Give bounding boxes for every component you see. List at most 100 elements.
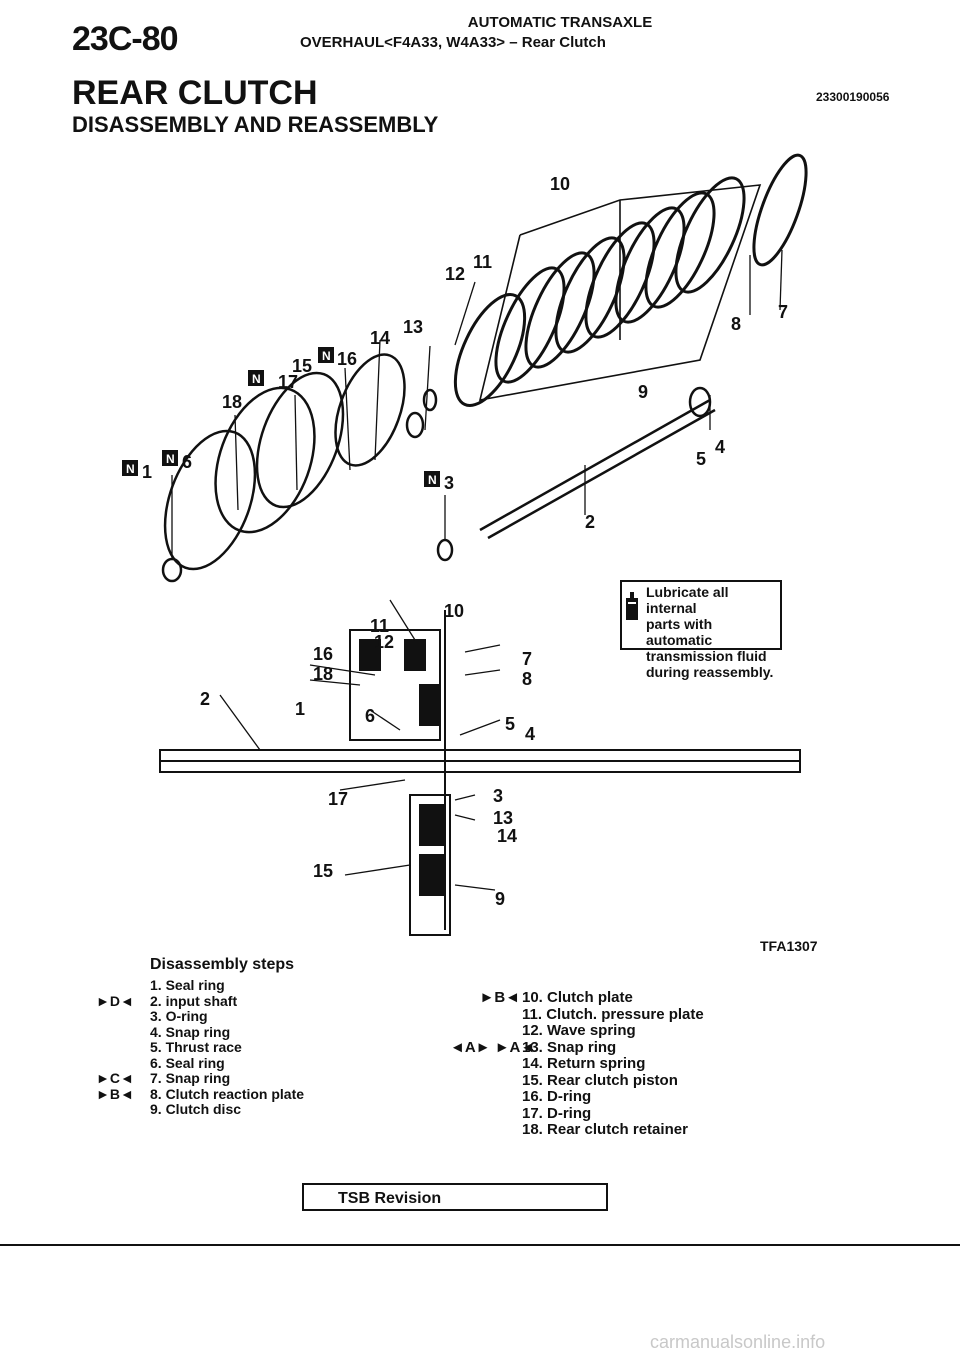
step-marker [450,1023,520,1040]
step-marker: ►B◄ [479,989,520,1006]
callout-label: 2 [585,512,595,532]
new-part-badge: N [248,370,264,386]
new-part-badge: N [122,460,138,476]
callout-label: 7 [778,302,788,322]
step-item: 4. Snap ring [150,1023,231,1040]
lubricate-note-line: during reassembly. [646,664,774,680]
oil-can-icon [626,592,638,620]
callout-label: 16 [313,644,333,664]
markers-right: ►B◄ ◄A► ►A◄ [450,989,536,1139]
step-item: 17. D-ring [522,1104,592,1122]
steps-list-left: 1. Seal ring 2. input shaft 3. O-ring 4.… [150,977,304,1118]
callout-label: 12 [374,632,394,652]
callout-label: 16 [337,349,357,369]
callout-label: 6 [182,452,192,472]
step-marker [450,1122,520,1139]
step-item: 10. Clutch plate [522,989,633,1006]
step-marker [96,1102,134,1118]
callout-label: 3 [493,786,503,806]
step-item: 7. Snap ring [150,1070,231,1086]
step-marker: ►D◄ [96,992,134,1009]
callout-label: 4 [525,724,535,744]
callout-label: 10 [550,174,570,194]
callout-label: 8 [731,314,741,334]
callout-label: 9 [495,889,505,909]
step-item: 15. Rear clutch piston [522,1071,678,1089]
exploded-view-callouts: 10 11 12 13 14 15 16 17 18 1 6 3 2 9 8 7… [142,174,788,532]
callout-label: 15 [292,356,312,376]
new-part-badges: N N N N N [122,347,440,487]
steps-list-right: 10. Clutch plate 11. Clutch. pressure pl… [522,989,704,1139]
step-marker [96,1009,134,1025]
callout-label: 18 [222,392,242,412]
section-view-callouts: 10 11 12 16 18 2 1 6 7 8 5 4 17 3 13 14 … [200,601,535,909]
step-item: 3. O-ring [150,1008,208,1024]
callout-label: 14 [497,826,517,846]
lubricate-note-line: Lubricate all internal [646,584,729,616]
svg-text:N: N [166,452,175,466]
cross-section-view [159,610,801,936]
step-item: 6. Seal ring [150,1054,225,1071]
svg-text:N: N [126,462,135,476]
step-item: 5. Thrust race [150,1039,242,1055]
rear-clutch-diagram: 10 11 12 13 14 15 16 17 18 1 6 3 2 9 8 7… [122,153,808,936]
section-title: REAR CLUTCH [72,74,318,112]
callout-label: 6 [365,706,375,726]
lubricate-note: Lubricate all internal parts with automa… [620,580,782,680]
lubricate-note-line: transmission fluid [646,648,767,664]
step-marker [450,1089,520,1106]
tsb-revision-box: TSB Revision [302,1183,608,1211]
svg-text:N: N [322,349,331,363]
callout-label: 5 [505,714,515,734]
step-item: 13. Snap ring [522,1038,617,1056]
callout-label: 14 [370,328,390,348]
callout-label: 5 [696,449,706,469]
callout-label: 13 [493,808,513,828]
callout-label: 1 [295,699,305,719]
header-title: AUTOMATIC TRANSAXLE [467,14,653,31]
step-marker: ►B◄ [96,1085,134,1102]
callout-label: 10 [444,601,464,621]
step-marker [450,1056,520,1073]
callout-label: 17 [278,372,298,392]
step-item: 18. Rear clutch retainer [522,1121,688,1138]
step-marker [96,1025,134,1041]
figure-code: TFA1307 [760,938,818,954]
page-number: 23C-80 [72,20,179,58]
callout-label: 8 [522,669,532,689]
callout-label: 11 [473,252,492,272]
step-item: 12. Wave spring [522,1022,636,1039]
callout-label: 12 [445,264,465,284]
step-item: 16. D-ring [522,1088,592,1105]
clutch-plates [453,153,808,407]
step-item: 14. Return spring [522,1055,646,1072]
step-marker: ◄A► ►A◄ [450,1038,536,1056]
callout-label: 17 [328,789,348,809]
callout-label: 15 [313,861,333,881]
markers-left: ►D◄ ►C◄ ►B◄ [96,978,134,1118]
new-part-badge: N [318,347,334,363]
callout-label: 18 [313,664,333,684]
steps-title: Disassembly steps [150,956,295,973]
callout-leaders [171,249,783,891]
step-item: 1. Seal ring [150,977,225,993]
lubricate-note-line: parts with automatic [646,616,713,648]
callout-label: 3 [444,473,454,493]
subsection-title: DISASSEMBLY AND REASSEMBLY [72,112,439,137]
callout-label: 9 [638,382,648,402]
callout-label: 13 [403,317,423,337]
footer-watermark: carmanualsonline.info [650,1332,826,1352]
step-marker [96,978,134,994]
callout-label: 11 [370,616,389,636]
footer-divider [0,1244,960,1246]
step-item: 2. input shaft [150,992,238,1009]
svg-text:N: N [428,473,437,487]
step-marker [450,1007,520,1024]
header-subtitle: OVERHAUL<F4A33, W4A33> – Rear Clutch [300,34,606,51]
callout-label: 2 [200,689,210,709]
step-marker [450,1106,520,1123]
callout-label: 4 [715,437,725,457]
step-item: 11. Clutch. pressure plate [522,1005,704,1023]
new-part-badge: N [162,450,178,466]
step-marker [450,1073,520,1090]
